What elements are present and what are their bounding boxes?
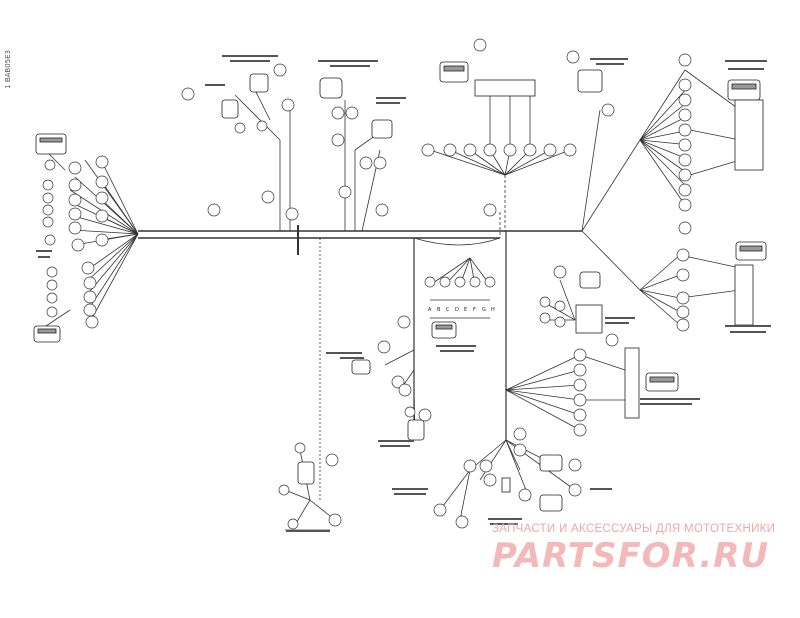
pin-label: B <box>437 307 441 313</box>
pin-label: F <box>473 307 476 313</box>
pin-label: G <box>482 307 486 313</box>
pin-label: A <box>428 307 432 313</box>
right-mid-pin-block <box>734 264 754 326</box>
left-lower-connector <box>33 325 61 343</box>
top-connector-a <box>439 61 469 83</box>
pin-label: D <box>455 307 459 313</box>
top-center-fan <box>429 95 571 231</box>
callout-label-bars <box>36 55 771 532</box>
relay-block <box>575 304 603 334</box>
left-upper-connector <box>35 133 67 155</box>
pin-label: H <box>491 307 495 313</box>
right-pin-block <box>734 99 764 171</box>
right-lower-pin-block <box>624 347 640 419</box>
pin-label: E <box>464 307 467 313</box>
pin-block <box>474 79 536 97</box>
drawing-code: 1 BAB05E3 <box>4 50 12 89</box>
callout-circles <box>42 38 692 530</box>
center-connector <box>431 321 457 339</box>
watermark-logo: PARTSFOR.RU <box>492 536 770 576</box>
watermark-tagline: ЗАПЧАСТИ И АКСЕССУАРЫ ДЛЯ МОТОТЕХНИКИ <box>492 523 776 535</box>
right-top-connector <box>727 79 761 101</box>
right-top-fan <box>581 69 741 232</box>
pin-label: C <box>446 307 450 313</box>
right-mid-fan <box>581 230 741 326</box>
right-lower-fan <box>505 279 626 431</box>
